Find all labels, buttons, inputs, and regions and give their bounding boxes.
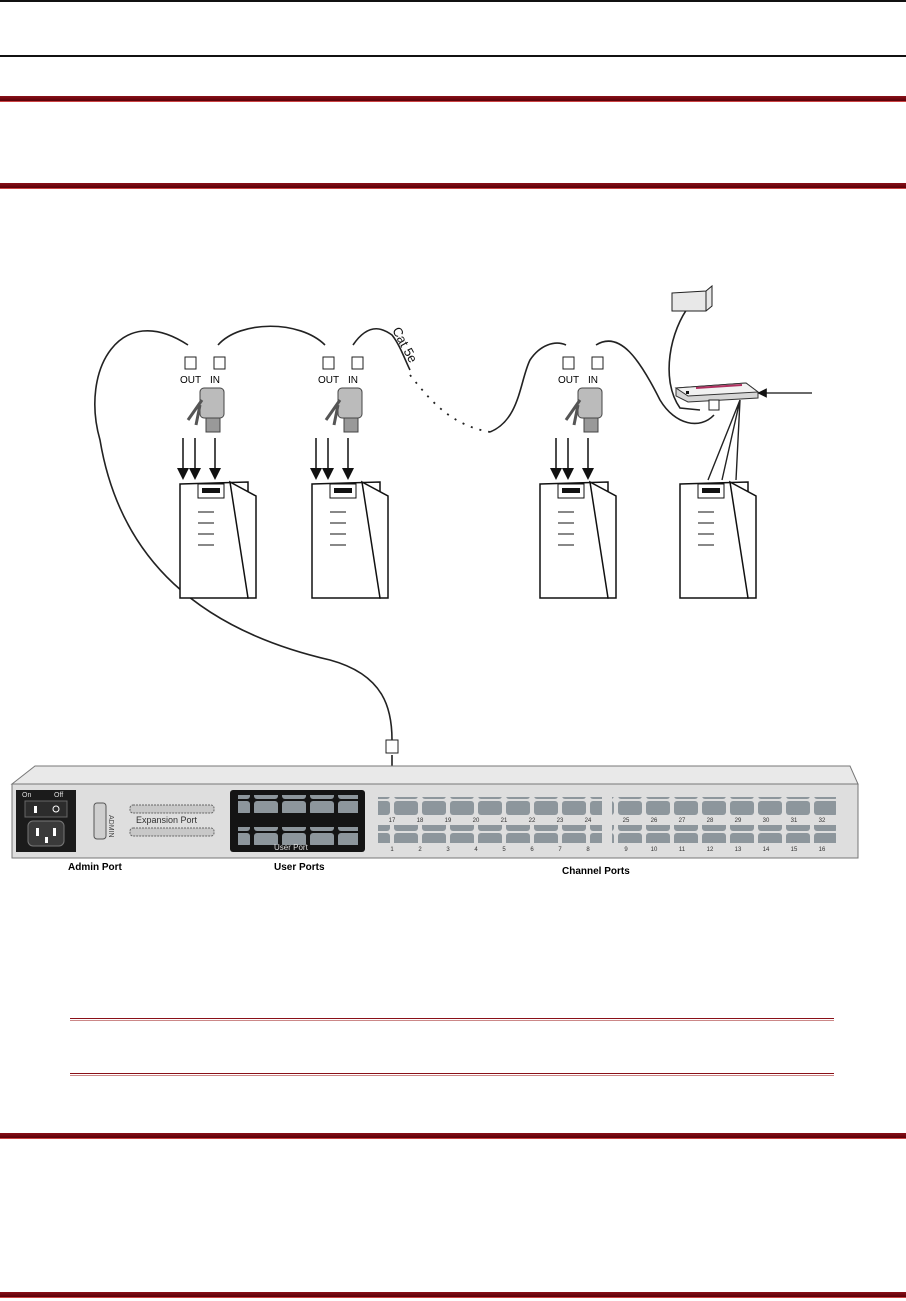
- daisy-cable-dotted: [409, 374, 491, 433]
- dongle-out-label: OUT: [180, 375, 201, 386]
- switch-connector-plug: [385, 739, 399, 754]
- server-tower-2: [311, 480, 389, 599]
- channel-port-number: 14: [763, 847, 770, 853]
- channel-port-number: 12: [707, 847, 714, 853]
- power-switch[interactable]: [24, 800, 68, 818]
- dongle-arrows: [177, 438, 594, 480]
- adapter-cable: [668, 304, 701, 411]
- channel-port-number: 28: [707, 818, 714, 824]
- channel-port-number: 29: [735, 818, 742, 824]
- channel-port-number: 15: [791, 847, 798, 853]
- dongle-out-label: OUT: [318, 375, 339, 386]
- channel-ports-top-bank-1[interactable]: [378, 797, 602, 815]
- channel-port-number: 8: [586, 847, 590, 853]
- user-ports-label: User Ports: [274, 862, 325, 873]
- power-inlet[interactable]: [27, 820, 65, 847]
- channel-port-number: 21: [501, 818, 508, 824]
- channel-port-number: 4: [474, 847, 478, 853]
- channel-port-number: 16: [819, 847, 826, 853]
- main-cable: [94, 330, 393, 741]
- power-off-label: Off: [54, 792, 63, 799]
- daisy-cable-2: [352, 327, 411, 371]
- channel-port-number: 5: [502, 847, 506, 853]
- channel-port-number: 13: [735, 847, 742, 853]
- note-rule-bottom: [70, 1073, 834, 1076]
- dongle-in-label: IN: [348, 375, 358, 386]
- channel-numbers-top: 17 18 19 20 21 22 23 24 25 26 27 28 29 30 31 32: [389, 818, 826, 824]
- section-rule-3: [0, 1133, 906, 1138]
- server-tower-4: [679, 480, 757, 599]
- server-tower-1: [179, 480, 257, 599]
- channel-port-number: 25: [623, 818, 630, 824]
- channel-port-number: 18: [417, 818, 424, 824]
- daisy-cable-4: [595, 340, 715, 425]
- channel-ports-bottom-bank-1[interactable]: [378, 825, 602, 843]
- channel-port-number: 1: [390, 847, 394, 853]
- channel-port-number: 19: [445, 818, 452, 824]
- section-rule-2: [0, 183, 906, 188]
- channel-port-number: 30: [763, 818, 770, 824]
- channel-port-number: 26: [651, 818, 658, 824]
- dongle-in-label: IN: [210, 375, 220, 386]
- kvm-dongle-3: OUT IN: [558, 356, 604, 433]
- channel-port-number: 20: [473, 818, 480, 824]
- footer-rule: [0, 1292, 906, 1297]
- channel-port-number: 32: [819, 818, 826, 824]
- server-tower-3: [539, 480, 617, 599]
- svg-text:ADMIN: ADMIN: [107, 815, 114, 838]
- channel-port-number: 2: [418, 847, 422, 853]
- kvm-dongle-1: OUT IN: [180, 356, 226, 433]
- channel-port-number: 7: [558, 847, 562, 853]
- channel-port-number: 23: [557, 818, 564, 824]
- cable-label: Cat 5e: [389, 324, 420, 365]
- admin-port[interactable]: [93, 802, 107, 840]
- header-rule-top: [0, 0, 906, 2]
- channel-port-number: 6: [530, 847, 534, 853]
- expansion-port-label: Expansion Port: [136, 815, 198, 825]
- channel-port-number: 31: [791, 818, 798, 824]
- dongle-out-label: OUT: [558, 375, 579, 386]
- admin-port-label: Admin Port: [68, 862, 123, 873]
- channel-ports-top-bank-2[interactable]: [612, 797, 836, 815]
- channel-port-number: 11: [679, 847, 686, 853]
- channel-port-number: 3: [446, 847, 450, 853]
- header-rule-bottom: [0, 55, 906, 57]
- channel-port-number: 24: [585, 818, 592, 824]
- power-on-label: On: [22, 792, 31, 799]
- daisy-cable-1: [217, 325, 326, 346]
- channel-port-number: 22: [529, 818, 536, 824]
- channel-port-number: 10: [651, 847, 658, 853]
- power-adapter: [671, 284, 713, 312]
- daisy-cable-3: [489, 342, 567, 433]
- note-rule-top: [70, 1018, 834, 1021]
- user-ports-top[interactable]: [238, 795, 358, 813]
- dongle-in-label: IN: [588, 375, 598, 386]
- channel-ports-label: Channel Ports: [562, 866, 630, 877]
- kvm-switch-panel: On Off ADMIN Expansion Port User Port 17…: [10, 765, 859, 859]
- user-port-inner-label: User Port: [274, 843, 309, 852]
- channel-ports-bottom-bank-2[interactable]: [612, 825, 836, 843]
- channel-port-number: 9: [624, 847, 628, 853]
- expansion-port-upper[interactable]: [129, 804, 215, 814]
- kvm-dongle-2: OUT IN: [318, 356, 364, 433]
- channel-port-number: 17: [389, 818, 396, 824]
- expansion-port-lower[interactable]: [129, 827, 215, 837]
- converter-box: [674, 382, 760, 411]
- user-ports-bottom[interactable]: [238, 827, 358, 845]
- kvm-connection-diagram: Cat 5e OUT IN OUT IN OUT IN: [10, 284, 859, 877]
- converter-to-server-cables: [707, 399, 741, 481]
- section-rule-1: [0, 96, 906, 101]
- channel-port-number: 27: [679, 818, 686, 824]
